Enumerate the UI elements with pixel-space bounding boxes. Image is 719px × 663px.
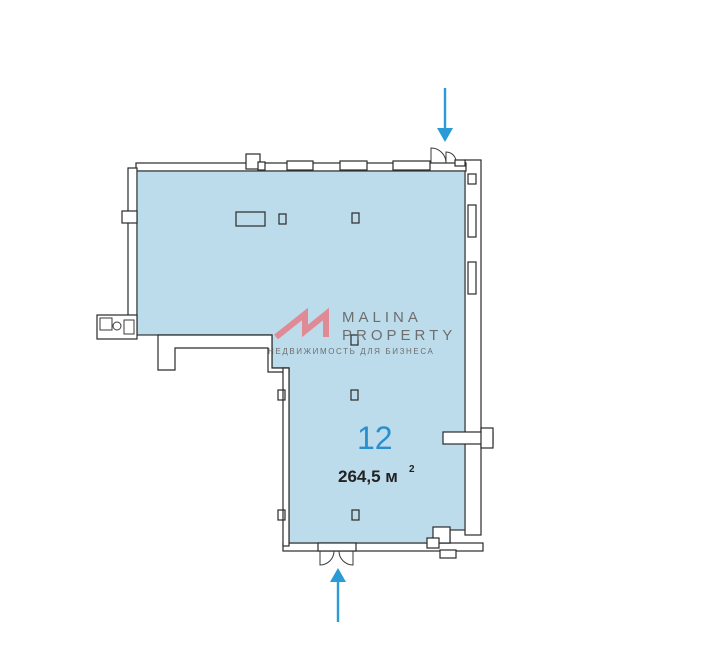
- room-number: 12: [357, 420, 393, 456]
- logo-line1: MALINA: [342, 309, 422, 326]
- top-windows: [245, 153, 431, 171]
- right-side-bump: [442, 427, 494, 449]
- top-right-door: [430, 147, 466, 167]
- room-area: 264,5 м: [338, 467, 398, 486]
- columns: [277, 212, 360, 521]
- logo-mark-icon: [274, 307, 329, 340]
- right-windows: [467, 173, 477, 295]
- bottom-door: [317, 542, 357, 566]
- entrance-arrow-bottom: [330, 568, 346, 622]
- left-utility-niche: [96, 210, 138, 340]
- inner-partition: [157, 334, 290, 547]
- room-12-area[interactable]: [136, 170, 466, 544]
- logo-line2: PROPERTY: [342, 327, 456, 344]
- entrance-arrow-top: [437, 88, 453, 142]
- room-area-unit-sup: 2: [409, 464, 415, 475]
- logo-tagline: НЕДВИЖИМОСТЬ ДЛЯ БИЗНЕСА: [268, 347, 434, 356]
- bottom-right-corner: [426, 526, 457, 559]
- counter: [235, 211, 266, 227]
- malina-property-watermark: MALINA PROPERTY НЕДВИЖИМОСТЬ ДЛЯ БИЗНЕСА: [268, 307, 456, 356]
